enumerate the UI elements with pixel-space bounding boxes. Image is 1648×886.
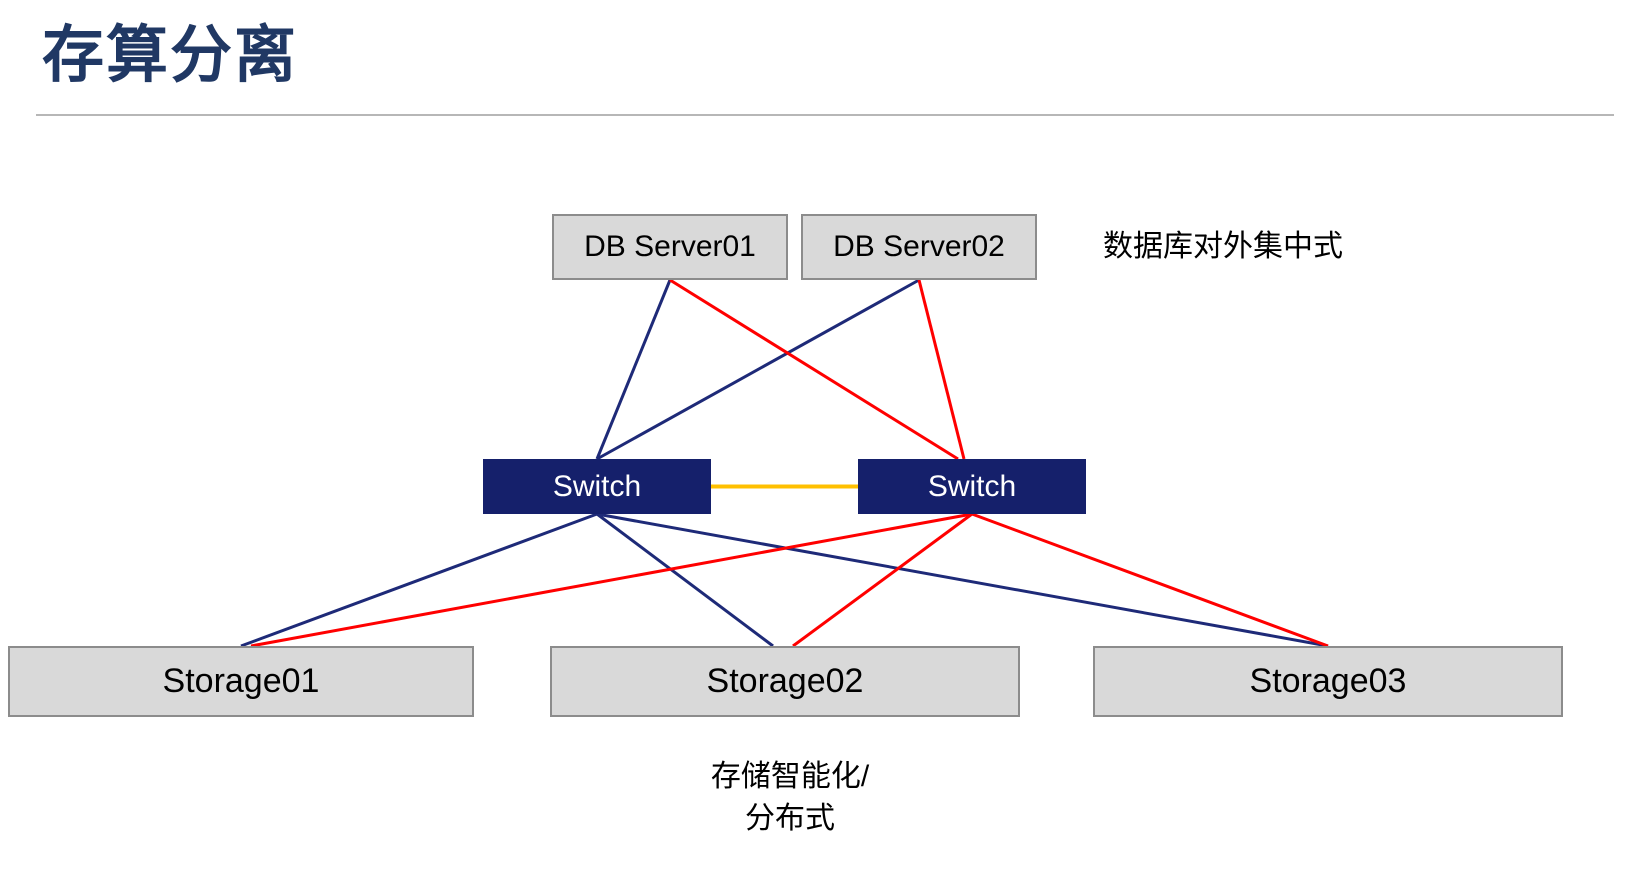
edge-switch-left-storage-01	[240, 512, 598, 648]
node-storage-03: Storage03	[1093, 646, 1563, 717]
node-storage-01: Storage01	[8, 646, 474, 717]
node-label: DB Server01	[584, 230, 756, 263]
node-label: Storage03	[1249, 662, 1407, 700]
node-label: Storage01	[162, 662, 320, 700]
node-switch-left: Switch	[483, 459, 711, 514]
edge-db-server-02-switch-right	[917, 279, 966, 460]
note-db-centralized: 数据库对外集中式	[1103, 230, 1343, 263]
edge-switch-right-storage-01	[250, 512, 973, 648]
title-divider	[36, 114, 1614, 116]
edge-db-server-02-switch-left	[596, 278, 920, 461]
note-storage-smart: 存储智能化/ 分布式	[710, 760, 870, 835]
node-label: DB Server02	[833, 230, 1005, 263]
node-db-server-02: DB Server02	[801, 214, 1037, 280]
page-title: 存算分离	[42, 21, 299, 90]
edge-db-server-01-switch-left	[595, 279, 672, 460]
node-db-server-01: DB Server01	[552, 214, 788, 280]
edge-switch-right-storage-02	[792, 512, 973, 648]
edge-switch-left-storage-03	[596, 512, 1329, 648]
edge-db-server-01-switch-right	[669, 278, 959, 461]
node-switch-right: Switch	[858, 459, 1086, 514]
node-label: Switch	[927, 469, 1017, 503]
node-storage-02: Storage02	[550, 646, 1020, 717]
edge-switch-left-storage-02	[596, 512, 774, 648]
edge-switch-right-storage-03	[971, 512, 1329, 648]
node-label: Switch	[552, 469, 642, 503]
node-label: Storage02	[706, 662, 864, 700]
